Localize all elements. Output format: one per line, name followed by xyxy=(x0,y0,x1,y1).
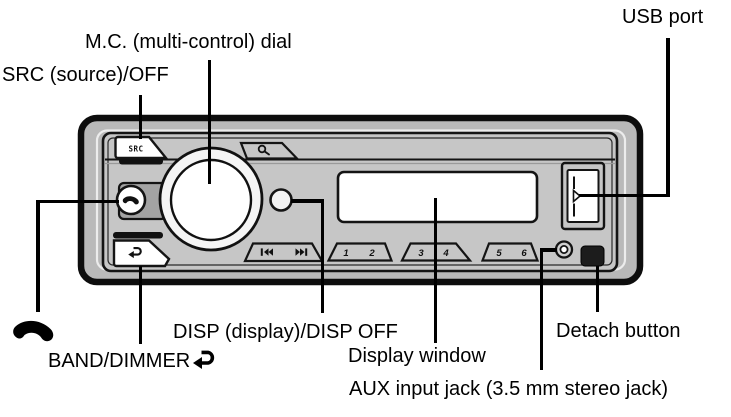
disp-leader-v xyxy=(320,199,324,313)
preset-3-label: 3 xyxy=(418,248,424,259)
mc-dial-leader xyxy=(207,60,211,184)
preset-5-label: 5 xyxy=(496,248,502,259)
display-window xyxy=(336,170,539,224)
disp-leader-h xyxy=(291,199,324,203)
aux-leader-v xyxy=(539,248,543,370)
aux-input-label: AUX input jack (3.5 mm stereo jack) xyxy=(349,378,668,400)
mc-dial-inner xyxy=(169,158,253,242)
phone-leader-v xyxy=(36,199,40,312)
band-button xyxy=(112,239,171,268)
preset-1-label: 1 xyxy=(343,248,348,259)
search-button xyxy=(239,141,300,160)
preset-2-label: 2 xyxy=(368,248,375,259)
disp-label: DISP (display)/DISP OFF xyxy=(173,321,398,343)
preset-4-label: 4 xyxy=(442,248,449,259)
display-window-label: Display window xyxy=(348,345,486,367)
phone-icon xyxy=(122,196,139,205)
aux-jack-hole xyxy=(559,244,569,254)
band-dimmer-label: BAND/DIMMER xyxy=(48,350,217,372)
return-arrow-icon xyxy=(193,350,215,369)
src-label: SRC (source)/OFF xyxy=(2,64,169,86)
band-dimmer-text: BAND/DIMMER xyxy=(48,350,191,372)
next-track-icon xyxy=(295,248,308,256)
prev-track-icon xyxy=(260,248,273,256)
search-icon xyxy=(257,144,270,156)
usb-port-leader-h xyxy=(579,193,670,197)
preset-button-1-2 xyxy=(326,242,394,262)
src-button-label: SRC xyxy=(128,145,143,154)
track-seek-button xyxy=(243,242,324,263)
usb-connector-icon xyxy=(572,176,582,217)
preset-button-5-6 xyxy=(480,242,540,262)
disp-button xyxy=(269,188,293,212)
detach-button xyxy=(580,245,605,267)
usb-port-leader-v xyxy=(666,38,670,197)
src-notch xyxy=(119,158,163,165)
aux-leader-h xyxy=(541,248,557,252)
return-arrow-icon xyxy=(128,247,142,259)
preset-6-label: 6 xyxy=(521,248,527,259)
display-window-leader xyxy=(433,198,437,343)
band-notch xyxy=(113,232,163,239)
usb-port-label: USB port xyxy=(622,6,704,28)
mc-dial-label: M.C. (multi-control) dial xyxy=(85,31,292,53)
src-button xyxy=(114,135,169,160)
detach-leader xyxy=(595,266,599,312)
detach-button-label: Detach button xyxy=(556,320,681,342)
band-leader xyxy=(138,266,142,344)
src-leader xyxy=(138,95,142,139)
phone-handset-icon xyxy=(13,320,54,342)
phone-leader-h xyxy=(36,199,119,203)
